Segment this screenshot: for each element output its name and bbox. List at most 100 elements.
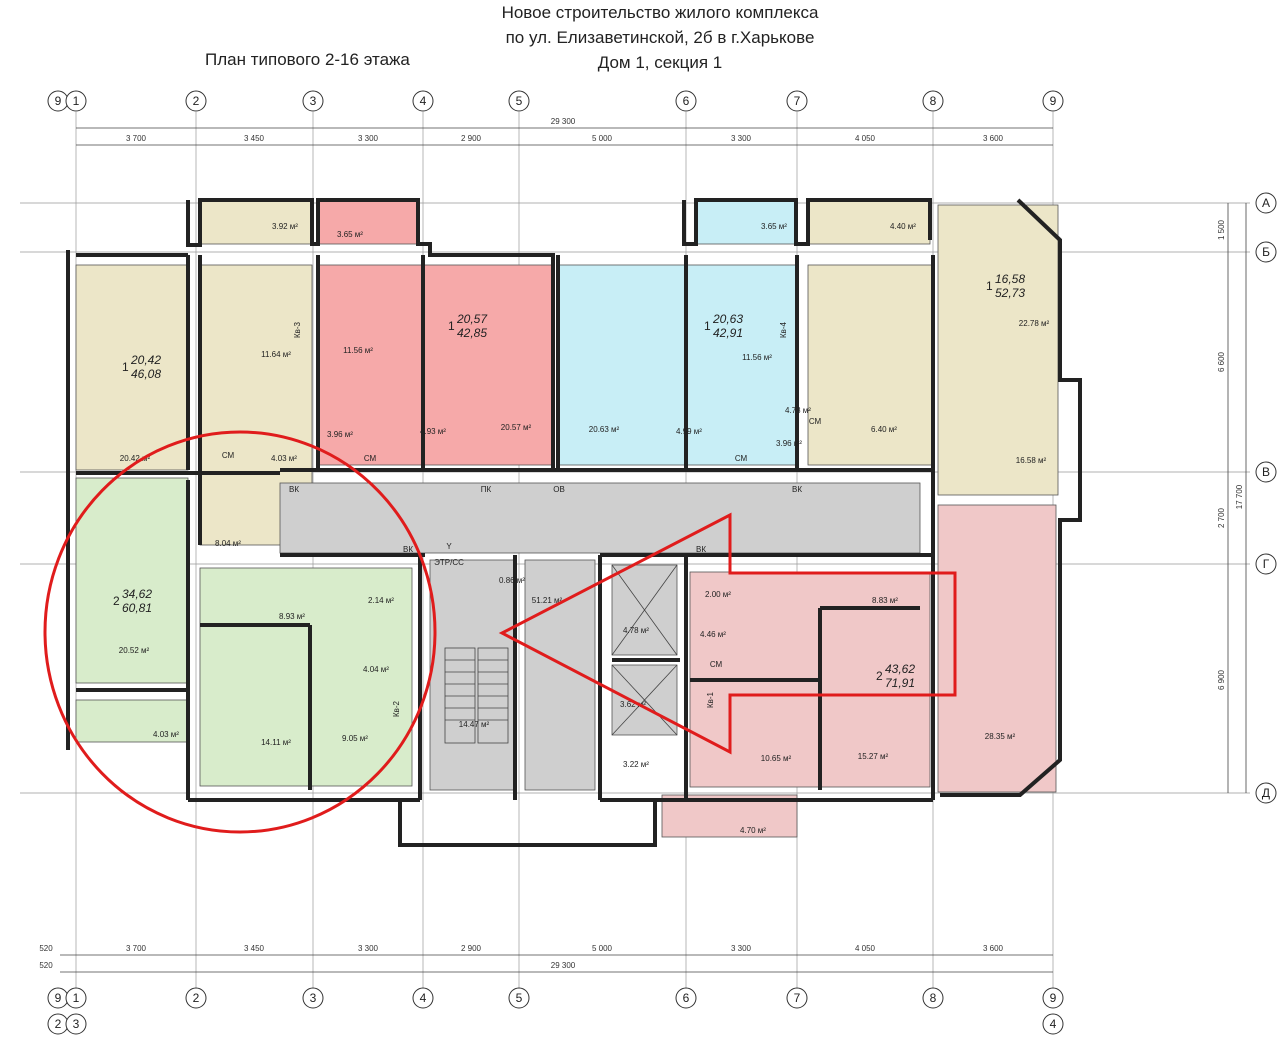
axis-label: 3 bbox=[73, 1017, 80, 1031]
title-line-1: Новое строительство жилого комплекса bbox=[501, 3, 819, 22]
dim-top: 5 000 bbox=[592, 134, 613, 143]
room-area: 3.96 м² bbox=[776, 439, 802, 448]
axis-label: Г bbox=[1263, 557, 1270, 571]
label-kv4: Кв-4 bbox=[779, 321, 788, 338]
room-area: 9.05 м² bbox=[342, 734, 368, 743]
apt-rooms: 2 bbox=[876, 669, 883, 683]
dim-bottom: 3 450 bbox=[244, 944, 265, 953]
dim-bottom: 4 050 bbox=[855, 944, 876, 953]
dim-top: 2 900 bbox=[461, 134, 482, 143]
dim-520: 520 bbox=[39, 961, 53, 970]
axis-bubbles-top bbox=[47, 90, 1064, 112]
highlight-circle bbox=[43, 430, 437, 834]
dimension-lines bbox=[60, 127, 1247, 973]
label-vk: ВК bbox=[289, 485, 299, 494]
axis-label: 1 bbox=[73, 991, 80, 1005]
dim-bottom: 2 900 bbox=[461, 944, 482, 953]
axis-label: 9 bbox=[1050, 94, 1057, 108]
axis-label: 3 bbox=[310, 991, 317, 1005]
dim-total-bottom: 29 300 bbox=[551, 961, 576, 970]
dim-right: 6 600 bbox=[1217, 351, 1226, 372]
axis-label: 4 bbox=[1050, 1017, 1057, 1031]
room-area: 4.70 м² bbox=[740, 826, 766, 835]
plan-title: План типового 2-16 этажа bbox=[205, 50, 410, 69]
dim-520: 520 bbox=[39, 944, 53, 953]
dim-bottom: 3 300 bbox=[731, 944, 752, 953]
label-pk: ПК bbox=[481, 485, 492, 494]
dim-bottom: 3 700 bbox=[126, 944, 147, 953]
label-sm: СМ bbox=[809, 417, 822, 426]
axis-label: 3 bbox=[310, 94, 317, 108]
apt-rooms: 1 bbox=[122, 360, 129, 374]
room-area: 4.99 м² bbox=[676, 427, 702, 436]
misc-labels: ВК ПК ОВ ВК ВК ВК Y ЭТР/СС СМ СМ СМ СМ С… bbox=[222, 321, 822, 717]
label-kv1: Кв-1 bbox=[706, 691, 715, 708]
dim-top: 4 050 bbox=[855, 134, 876, 143]
axis-label: 4 bbox=[420, 991, 427, 1005]
axis-label: Д bbox=[1262, 786, 1270, 800]
room-fills bbox=[75, 199, 1059, 838]
axis-bubbles-bottom bbox=[47, 987, 1064, 1035]
project-title: Новое строительство жилого комплекса по … bbox=[440, 0, 880, 75]
room-area: 2.14 м² bbox=[368, 596, 394, 605]
dim-top: 3 300 bbox=[358, 134, 379, 143]
room-area: 11.56 м² bbox=[343, 346, 373, 355]
axis-bubbles-right bbox=[1255, 192, 1277, 804]
axis-label: А bbox=[1262, 196, 1270, 210]
dim-bottom: 5 000 bbox=[592, 944, 613, 953]
room-area: 6.40 м² bbox=[871, 425, 897, 434]
room-area: 20.57 м² bbox=[501, 423, 532, 432]
dim-top: 3 300 bbox=[731, 134, 752, 143]
title-line-2: по ул. Елизаветинской, 2б в г.Харькове bbox=[505, 28, 815, 47]
room-area: 8.04 м² bbox=[215, 539, 241, 548]
axis-label: Б bbox=[1262, 245, 1270, 259]
dim-total-top: 29 300 bbox=[551, 117, 576, 126]
axis-label: 1 bbox=[73, 94, 80, 108]
axis-label: 5 bbox=[516, 991, 523, 1005]
label-kv2: Кв-2 bbox=[392, 700, 401, 717]
apt-living: 43,62 bbox=[885, 662, 915, 676]
room-area: 4.93 м² bbox=[420, 427, 446, 436]
apt-total: 46,08 bbox=[131, 367, 161, 381]
title-line-3: Дом 1, секция 1 bbox=[597, 53, 723, 72]
apt-living: 16,58 bbox=[995, 272, 1025, 286]
label-ov: ОВ bbox=[553, 485, 565, 494]
apt-total: 42,85 bbox=[457, 326, 487, 340]
apt-rooms: 1 bbox=[704, 319, 711, 333]
axis-label: 7 bbox=[794, 991, 801, 1005]
axis-label: В bbox=[1262, 465, 1270, 479]
dimension-texts: 29 300 3 700 3 450 3 300 2 900 5 000 3 3… bbox=[39, 117, 1244, 970]
dim-right: 2 700 bbox=[1217, 507, 1226, 528]
label-etr: ЭТР/СС bbox=[434, 558, 464, 567]
axis-label: 2 bbox=[55, 1017, 62, 1031]
apt-rooms: 1 bbox=[448, 319, 455, 333]
dim-right: 1 500 bbox=[1217, 219, 1226, 240]
room-area: 8.93 м² bbox=[279, 612, 305, 621]
room-area: 3.22 м² bbox=[623, 760, 649, 769]
apt-living: 20,57 bbox=[456, 312, 488, 326]
axis-label: 7 bbox=[794, 94, 801, 108]
room-area: 16.58 м² bbox=[1016, 456, 1047, 465]
room-area: 51.21 м² bbox=[532, 596, 563, 605]
label-sm: СМ bbox=[710, 660, 723, 669]
dim-bottom: 3 300 bbox=[358, 944, 379, 953]
label-kv3: Кв-3 bbox=[293, 321, 302, 338]
apt-total: 71,91 bbox=[885, 676, 915, 690]
room-area: 20.63 м² bbox=[589, 425, 620, 434]
apt-rooms: 2 bbox=[113, 594, 120, 608]
axis-label: 5 bbox=[516, 94, 523, 108]
room-area-labels: 3.92 м² 3.65 м² 3.65 м² 4.40 м² 11.64 м²… bbox=[119, 222, 1050, 835]
label-sm: СМ bbox=[735, 454, 748, 463]
room-area: 11.56 м² bbox=[742, 353, 772, 362]
dim-bottom: 3 600 bbox=[983, 944, 1004, 953]
label-sm: СМ bbox=[222, 451, 235, 460]
room-area: 2.00 м² bbox=[705, 590, 731, 599]
annotations bbox=[43, 430, 957, 834]
dim-top: 3 600 bbox=[983, 134, 1004, 143]
dim-right-total: 17 700 bbox=[1235, 484, 1244, 509]
room-area: 0.86 м² bbox=[499, 576, 525, 585]
apt-total: 52,73 bbox=[995, 286, 1025, 300]
axis-label: 6 bbox=[683, 991, 690, 1005]
room-area: 3.65 м² bbox=[761, 222, 787, 231]
room-area: 4.46 м² bbox=[700, 630, 726, 639]
